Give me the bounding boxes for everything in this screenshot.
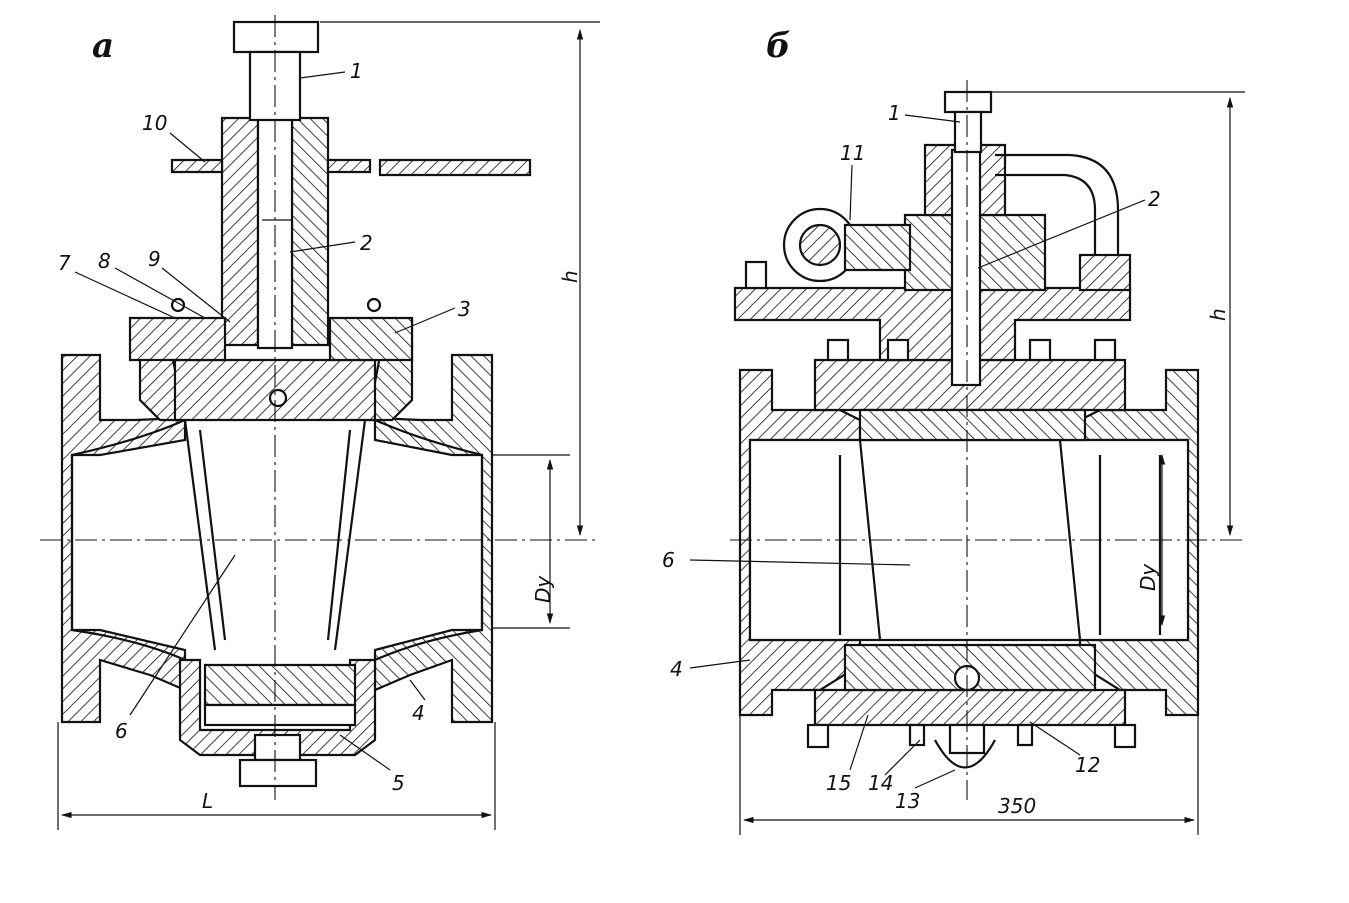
- callout-a-7: 7: [58, 251, 71, 275]
- callout-b-2: 2: [1148, 187, 1161, 211]
- callout-a-5: 5: [392, 771, 405, 795]
- dim-b-350: 350: [998, 794, 1036, 818]
- dim-a-l: L: [202, 789, 213, 813]
- dim-b-dy: Dy: [1136, 563, 1160, 591]
- callout-b-15: 15: [826, 771, 851, 795]
- callout-a-1: 1: [350, 59, 363, 83]
- dim-b-h: h: [1206, 308, 1230, 321]
- callout-a-6: 6: [115, 719, 128, 743]
- dim-a-dy: Dy: [531, 575, 555, 603]
- dim-a-h: h: [558, 270, 582, 283]
- callout-a-3: 3: [458, 297, 471, 321]
- callout-a-9: 9: [148, 247, 161, 271]
- panel-b-drawing: [689, 80, 1245, 835]
- panel-a-label: а: [92, 26, 114, 66]
- callout-b-6: 6: [662, 548, 675, 572]
- callout-a-4: 4: [412, 701, 425, 725]
- callout-b-14: 14: [868, 771, 893, 795]
- callout-a-10: 10: [142, 111, 167, 135]
- callout-b-12: 12: [1075, 753, 1100, 777]
- panel-b-labels: б 1 2 4 6 11 12 13 14 15 h Dy 350: [662, 26, 1230, 818]
- callout-b-4: 4: [670, 657, 683, 681]
- panel-a-labels: а 1 2 3 4 5 6 7 8 9 10 h Dy L: [58, 26, 582, 813]
- panel-b-label: б: [766, 26, 791, 66]
- callout-b-1: 1: [888, 101, 901, 125]
- callout-b-13: 13: [895, 789, 920, 813]
- panel-a-drawing: [40, 15, 600, 830]
- callout-a-8: 8: [98, 249, 111, 273]
- callout-a-2: 2: [360, 231, 373, 255]
- callout-b-11: 11: [840, 141, 865, 165]
